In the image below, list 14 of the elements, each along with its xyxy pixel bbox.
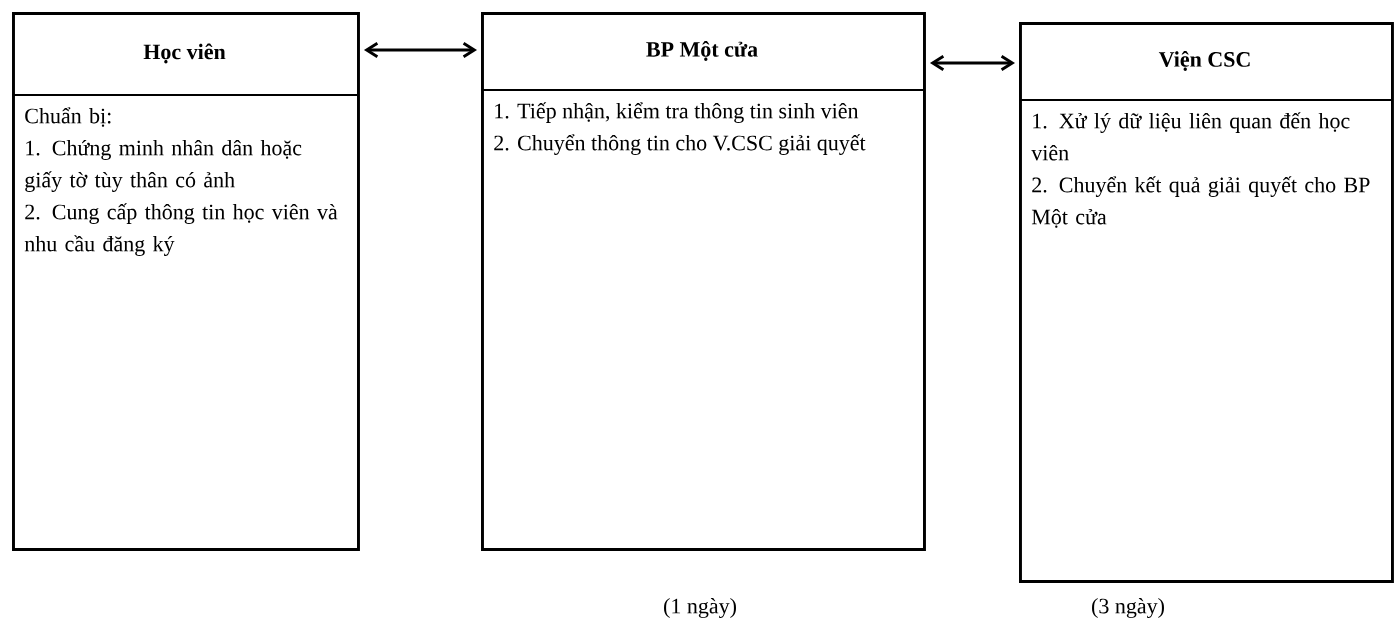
double-arrow	[929, 55, 1015, 71]
duration-text: (3 ngày)	[1092, 598, 1164, 618]
header-text: Học viên	[143, 43, 226, 64]
header-text: BP Một cửa	[646, 41, 758, 61]
header-text: Viện CSC	[1158, 51, 1250, 71]
body-text: 2. Cung cấp thông tin học viên và nhu cầu đăng ký	[24, 203, 338, 256]
body-text: 1. Tiếp nhận, kiểm tra thông tin sinh viên	[495, 102, 859, 123]
duration-text: (1 ngày)	[664, 598, 736, 618]
double-arrow	[363, 42, 477, 58]
body-text: Chuẩn bị:	[25, 107, 111, 127]
body-text: 2. Chuyển thông tin cho V.CSC giải quyết	[494, 134, 866, 155]
body-text: 2. Chuyển kết quả giải quyết cho BP Một cửa	[1031, 176, 1370, 228]
body-text: 1. Chứng minh nhân dân hoặc giấy tờ tùy thân có ảnh	[25, 139, 302, 192]
body-text: 1. Xử lý dữ liệu liên quan đến học viên	[1031, 112, 1350, 161]
